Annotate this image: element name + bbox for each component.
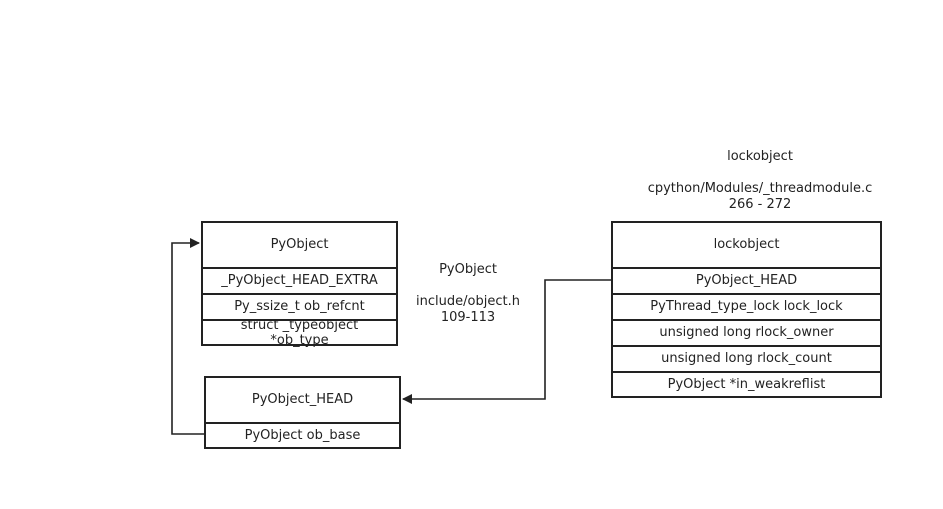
pyobject-note-file: include/object.h xyxy=(416,294,520,309)
lockobject-field-rlock-owner: unsigned long rlock_owner xyxy=(659,325,834,340)
divider xyxy=(203,319,396,321)
divider xyxy=(203,267,396,269)
pyobject-struct-box: PyObject _PyObject_HEAD_EXTRA Py_ssize_t… xyxy=(201,221,398,348)
pyobject-field-refcnt: Py_ssize_t ob_refcnt xyxy=(234,299,365,314)
pyobject-note-name: PyObject xyxy=(439,262,497,277)
divider xyxy=(613,267,880,269)
lockobject-field-pyobject-head: PyObject_HEAD xyxy=(695,273,798,288)
pyobject-head-to-head-struct-arrow xyxy=(402,279,612,404)
lockobject-field-rlock-count: unsigned long rlock_count xyxy=(661,351,832,366)
lockobject-note-name: lockobject xyxy=(727,149,793,164)
divider xyxy=(613,293,880,295)
divider xyxy=(613,319,880,321)
divider xyxy=(206,422,399,424)
lockobject-field-lock-lock: PyThread_type_lock lock_lock xyxy=(650,299,843,314)
lockobject-struct-title: lockobject xyxy=(713,237,780,252)
pyobject-field-ob-type: struct _typeobject *ob_type xyxy=(240,317,359,348)
lockobject-field-weakreflist: PyObject *in_weakreflist xyxy=(667,377,826,392)
lockobject-note-lines: 266 - 272 xyxy=(728,197,792,212)
divider xyxy=(203,293,396,295)
pyobject-note-lines: 109-113 xyxy=(440,310,496,325)
lockobject-struct-box: lockobject PyObject_HEAD PyThread_type_l… xyxy=(611,221,882,398)
divider xyxy=(613,345,880,347)
lockobject-note-file: cpython/Modules/_threadmodule.c xyxy=(647,181,873,196)
pyobject-field-head-extra: _PyObject_HEAD_EXTRA xyxy=(221,273,378,288)
pyobject-head-struct-box: PyObject_HEAD PyObject ob_base xyxy=(204,376,401,449)
divider xyxy=(613,371,880,373)
ob-base-to-pyobject-arrow xyxy=(171,238,205,435)
pyobject-struct-title: PyObject xyxy=(270,237,329,252)
pyobject-head-field-ob-base: PyObject ob_base xyxy=(244,428,361,443)
pyobject-head-struct-title: PyObject_HEAD xyxy=(251,392,354,407)
